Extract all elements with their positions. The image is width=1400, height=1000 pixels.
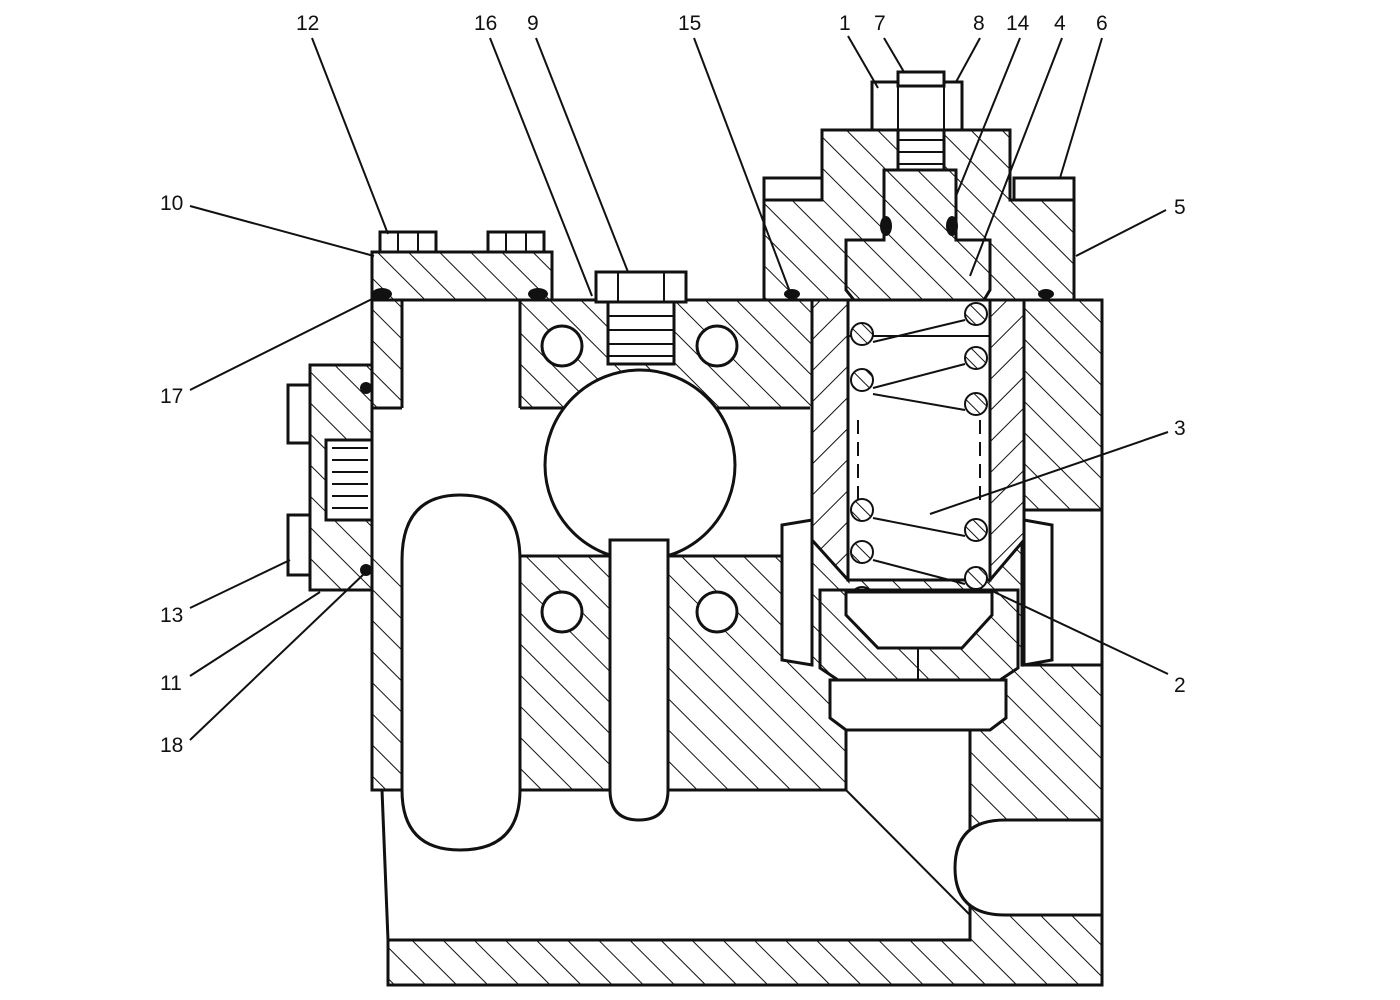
leader-14 (955, 37, 1021, 197)
callout-11: 11 (160, 672, 182, 695)
callout-4: 4 (1054, 12, 1066, 35)
callout-9: 9 (527, 12, 539, 35)
relief-valve-cap (762, 70, 1076, 332)
leader-3 (929, 431, 1169, 515)
callout-7: 7 (874, 12, 886, 35)
leader-18 (189, 571, 367, 741)
poppet-seat (780, 518, 1054, 732)
leader-1 (847, 35, 879, 89)
callout-17: 17 (160, 385, 183, 408)
leader-10 (189, 205, 375, 257)
leader-15 (693, 37, 791, 293)
callout-labels: 12 16 9 15 1 7 8 14 4 6 10 5 17 3 13 11 … (160, 12, 1186, 757)
callout-14: 14 (1006, 12, 1030, 35)
leader-13 (189, 559, 291, 609)
callout-10: 10 (160, 192, 183, 215)
check-ball (543, 368, 737, 562)
callout-2: 2 (1174, 674, 1186, 697)
callout-13: 13 (160, 604, 183, 627)
callout-18: 18 (160, 734, 183, 757)
leader-17 (189, 293, 383, 391)
callout-1: 1 (839, 12, 851, 35)
leader-11 (189, 591, 321, 677)
side-flange (286, 363, 374, 592)
leader-12 (311, 37, 389, 235)
leader-lines (189, 35, 1169, 741)
leader-8 (955, 37, 981, 83)
leader-4 (969, 37, 1063, 277)
callout-5: 5 (1174, 196, 1186, 219)
callout-16: 16 (474, 12, 497, 35)
leader-5 (1075, 209, 1167, 257)
leader-6 (1059, 37, 1103, 179)
callout-8: 8 (973, 12, 985, 35)
callout-6: 6 (1096, 12, 1108, 35)
callout-15: 15 (678, 12, 701, 35)
top-left-cover-plate (370, 230, 554, 302)
leader-2 (989, 589, 1169, 675)
callout-3: 3 (1174, 417, 1186, 440)
leader-9 (535, 37, 629, 273)
callout-12: 12 (296, 12, 319, 35)
center-plug (594, 270, 688, 366)
relief-valve-sleeve (810, 298, 1026, 585)
leader-7 (883, 37, 905, 73)
leader-16 (489, 37, 593, 297)
